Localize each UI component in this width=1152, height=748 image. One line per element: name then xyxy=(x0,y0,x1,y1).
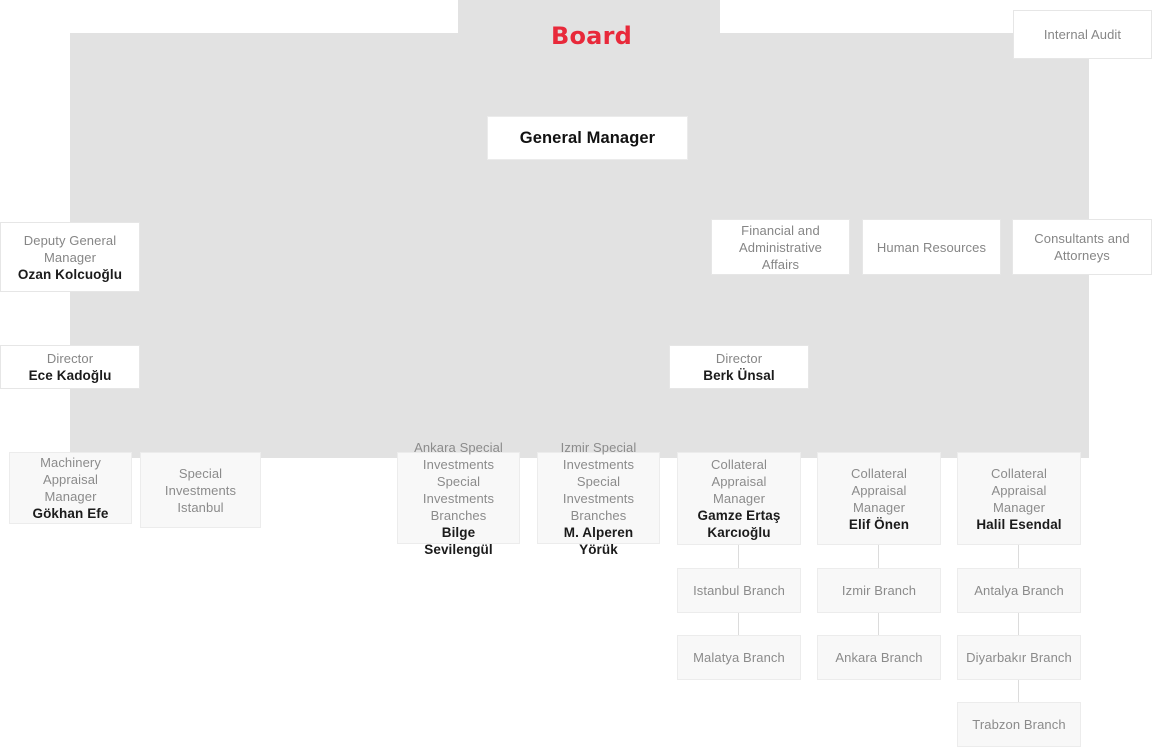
node-title: Consultants and Attorneys xyxy=(1034,231,1130,263)
node-title: Diyarbakır Branch xyxy=(966,650,1072,665)
node-diyarbakir-branch[interactable]: Diyarbakır Branch xyxy=(957,635,1081,680)
backdrop-panel-board xyxy=(458,0,720,33)
node-istanbul-branch[interactable]: Istanbul Branch xyxy=(677,568,801,613)
node-person: Ece Kadoğlu xyxy=(28,368,112,383)
node-director-right[interactable]: Director Berk Ünsal xyxy=(669,345,809,389)
node-malatya-branch[interactable]: Malatya Branch xyxy=(677,635,801,680)
node-title: Trabzon Branch xyxy=(972,717,1066,732)
node-title: Internal Audit xyxy=(1043,27,1122,42)
connector-col2-to-izmir xyxy=(878,545,879,568)
connector-izmir-to-ankara xyxy=(878,613,879,635)
node-internal-audit[interactable]: Internal Audit xyxy=(1013,10,1152,59)
node-title: Istanbul Branch xyxy=(693,583,785,598)
node-antalya-branch[interactable]: Antalya Branch xyxy=(957,568,1081,613)
node-director-left[interactable]: Director Ece Kadoğlu xyxy=(0,345,140,389)
node-izmir-branch[interactable]: Izmir Branch xyxy=(817,568,941,613)
node-title: Antalya Branch xyxy=(974,583,1064,598)
node-person: Berk Ünsal xyxy=(703,368,775,383)
node-title: Izmir Special Investments Special Invest… xyxy=(560,439,637,523)
node-title: Izmir Branch xyxy=(841,583,917,598)
node-person: Gökhan Efe xyxy=(32,506,109,521)
node-person: Bilge Sevilengül xyxy=(424,524,493,557)
node-collateral-appraisal-manager-3[interactable]: Collateral Appraisal Manager Halil Esend… xyxy=(957,452,1081,545)
connector-diyarbakir-to-trabzon xyxy=(1018,680,1019,702)
node-financial-and-administrative-affairs[interactable]: Financial and Administrative Affairs xyxy=(711,219,850,275)
node-consultants-and-attorneys[interactable]: Consultants and Attorneys xyxy=(1012,219,1152,275)
node-special-investments-istanbul[interactable]: Special Investments Istanbul xyxy=(140,452,261,528)
node-title: Special Investments Istanbul xyxy=(164,465,237,515)
node-title: Ankara Special Investments Special Inves… xyxy=(414,439,503,523)
node-title: General Manager xyxy=(519,129,656,147)
node-person: Halil Esendal xyxy=(976,516,1062,532)
connector-col1-to-istanbul xyxy=(738,545,739,568)
node-trabzon-branch[interactable]: Trabzon Branch xyxy=(957,702,1081,747)
node-title: Ankara Branch xyxy=(835,650,923,665)
node-person: Ozan Kolcuoğlu xyxy=(17,266,123,282)
node-human-resources[interactable]: Human Resources xyxy=(862,219,1001,275)
node-title: Human Resources xyxy=(876,239,987,255)
node-person: Gamze Ertaş Karcıoğlu xyxy=(697,508,781,540)
node-collateral-appraisal-manager-2[interactable]: Collateral Appraisal Manager Elif Önen xyxy=(817,452,941,545)
node-general-manager[interactable]: General Manager xyxy=(487,116,688,160)
node-title: Malatya Branch xyxy=(693,650,785,665)
node-collateral-appraisal-manager-1[interactable]: Collateral Appraisal Manager Gamze Ertaş… xyxy=(677,452,801,545)
node-deputy-general-manager[interactable]: Deputy General Manager Ozan Kolcuoğlu xyxy=(0,222,140,292)
node-title: Deputy General Manager xyxy=(23,232,117,265)
node-machinery-appraisal-manager[interactable]: Machinery Appraisal Manager Gökhan Efe xyxy=(9,452,132,524)
connector-antalya-to-diyarbakir xyxy=(1018,613,1019,635)
node-person: M. Alperen Yörük xyxy=(563,524,634,557)
connector-col3-to-antalya xyxy=(1018,545,1019,568)
node-ankara-branch[interactable]: Ankara Branch xyxy=(817,635,941,680)
board-label: Board xyxy=(551,22,632,50)
node-izmir-special-investments[interactable]: Izmir Special Investments Special Invest… xyxy=(537,440,660,557)
node-person: Elif Önen xyxy=(848,516,910,532)
node-ankara-special-investments[interactable]: Ankara Special Investments Special Inves… xyxy=(397,440,520,557)
node-title: Director xyxy=(46,351,94,366)
node-title: Director xyxy=(715,351,763,366)
connector-istanbul-to-malatya xyxy=(738,613,739,635)
node-title: Machinery Appraisal Manager xyxy=(40,455,101,504)
node-title: Collateral Appraisal Manager xyxy=(991,465,1047,515)
node-title: Collateral Appraisal Manager xyxy=(711,457,767,506)
node-title: Financial and Administrative Affairs xyxy=(738,222,823,272)
node-title: Collateral Appraisal Manager xyxy=(851,465,907,515)
